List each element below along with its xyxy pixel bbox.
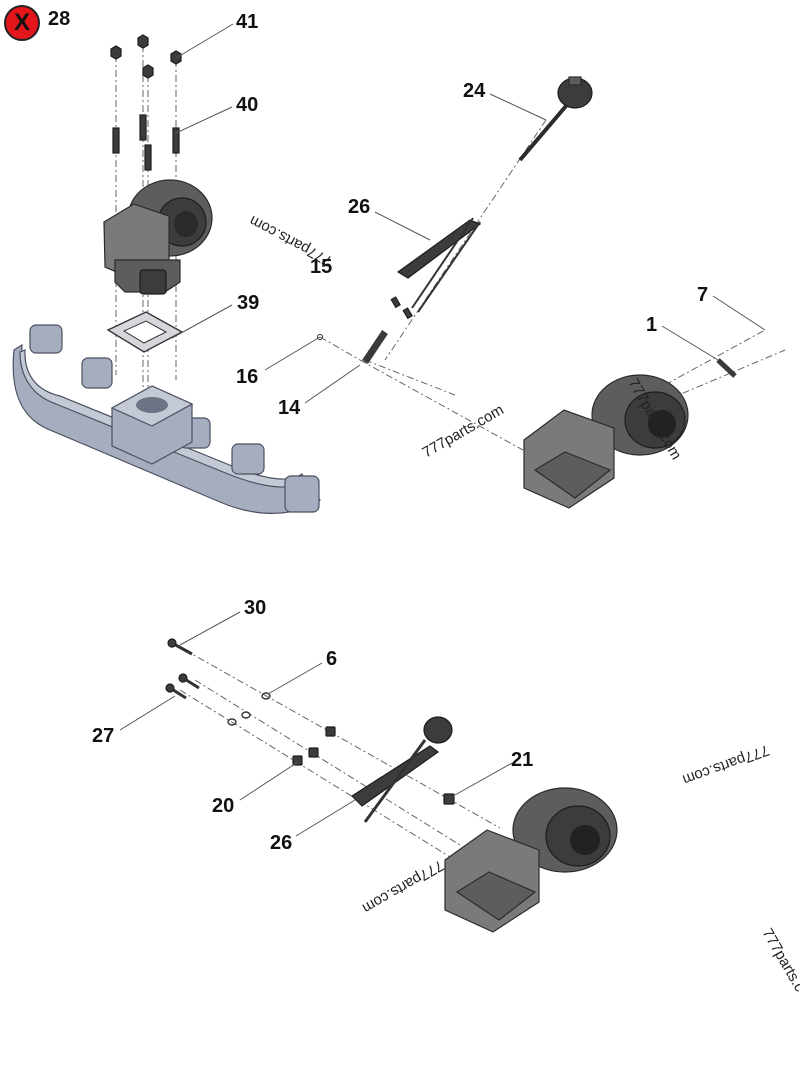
- callout-41: 41: [236, 11, 258, 33]
- turbocharger-bottom: [444, 787, 618, 933]
- pin-part-1: [716, 358, 737, 378]
- callout-1: 1: [646, 314, 657, 336]
- callout-16: 16: [236, 366, 258, 388]
- callout-40: 40: [236, 94, 258, 116]
- turbocharger-top-right: [523, 374, 689, 509]
- nut-part-41: [110, 34, 182, 79]
- washer-part-6: [227, 692, 271, 726]
- bracket-part-26-top: [396, 217, 482, 313]
- gasket-part-39: [106, 311, 184, 353]
- dashed-centerlines-bottom: [179, 649, 501, 861]
- callout-6: 6: [326, 648, 337, 670]
- badge-number: 28: [48, 8, 71, 30]
- callout-7: 7: [697, 284, 708, 306]
- bracket-part-26-bottom: [351, 716, 453, 823]
- nut-part-20: [292, 726, 336, 766]
- rod-part-14: [362, 330, 388, 364]
- turbocharger-top-left: [103, 179, 213, 295]
- callout-21: 21: [511, 749, 533, 771]
- callout-30: 30: [244, 597, 266, 619]
- callout-20: 20: [212, 795, 234, 817]
- bolt-part-30: [167, 638, 193, 656]
- dashed-centerlines-top-right: [319, 119, 786, 451]
- clip-part-16: [317, 334, 323, 340]
- callout-27: 27: [92, 725, 114, 747]
- exhaust-manifold: [12, 324, 321, 514]
- callout-labels: 41 40 39 24 26 15 16 14 7 1 30 6 27 21 2…: [92, 11, 708, 854]
- callout-14: 14: [278, 397, 301, 419]
- remove-badge: X: [4, 5, 40, 41]
- callout-24: 24: [463, 80, 486, 102]
- watermark-4: 777parts.com: [680, 741, 771, 788]
- stud-part-40: [112, 114, 180, 171]
- watermark-1: 777parts.com: [420, 401, 507, 461]
- callout-26-top: 26: [348, 196, 370, 218]
- watermark-2: 777parts.com: [247, 212, 335, 270]
- nut-part-21: [443, 793, 455, 805]
- callout-15: 15: [310, 256, 332, 278]
- callout-26-bottom: 26: [270, 832, 292, 854]
- watermark-5: 777parts.com: [359, 857, 446, 917]
- bolt-part-27: [165, 673, 200, 700]
- leader-lines: [119, 23, 766, 837]
- pin-part-15: [390, 296, 413, 320]
- callout-39: 39: [237, 292, 259, 314]
- remove-badge-mark: X: [13, 9, 30, 36]
- watermark-6: 777parts.c: [759, 926, 800, 996]
- actuator-part-24: [518, 76, 593, 162]
